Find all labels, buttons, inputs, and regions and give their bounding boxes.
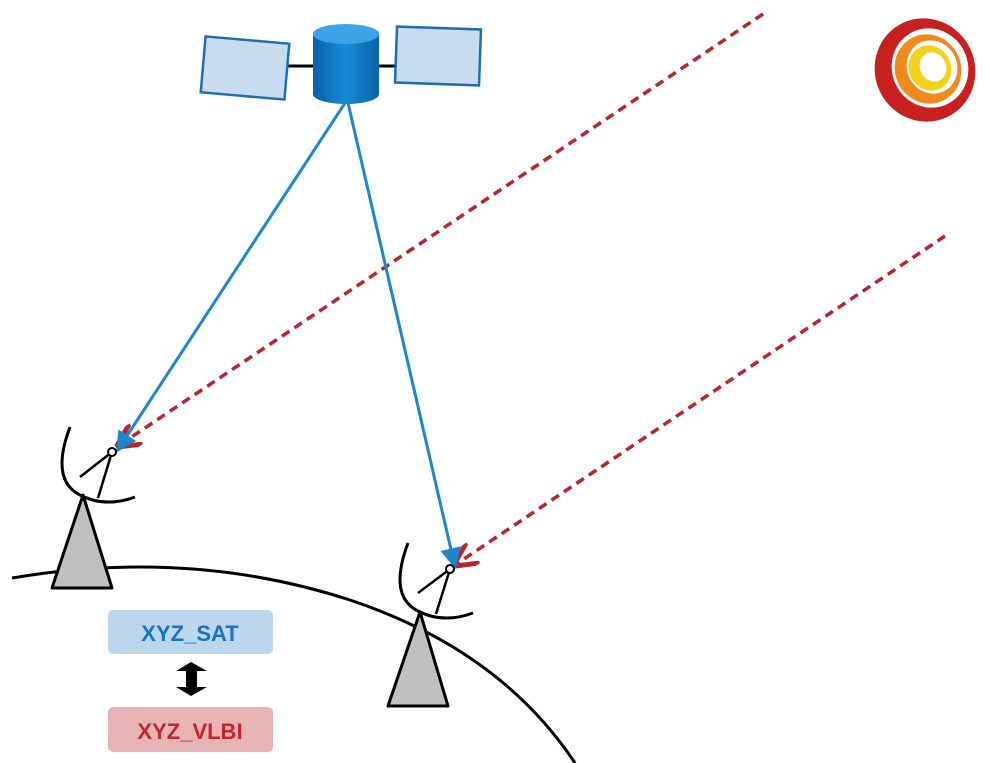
double-arrow-icon [176, 662, 207, 696]
quasar-signal-2 [455, 234, 946, 565]
xyz-sat-box [108, 610, 273, 654]
satellite-link-2 [346, 102, 461, 570]
xyz-vlbi-label: XYZ_VLBI [137, 719, 242, 744]
antenna-right-dish [398, 542, 474, 620]
solar-panel-left [199, 35, 291, 101]
satellite-icon [199, 24, 483, 104]
antenna-left-dish [60, 426, 136, 504]
quasar-icon [874, 18, 976, 122]
antenna-right [386, 542, 474, 708]
antenna-left [50, 426, 136, 590]
solar-panel-right [393, 25, 483, 87]
xyz-vlbi-box [108, 707, 273, 752]
earth-surface [11, 565, 577, 763]
xyz-sat-label: XYZ_SAT [141, 621, 239, 646]
antenna-right-mount [386, 610, 450, 708]
satellite-link-1 [115, 102, 347, 453]
quasar-signal-1 [118, 12, 764, 446]
antenna-left-mount [50, 493, 114, 590]
satellite-body [313, 24, 379, 104]
